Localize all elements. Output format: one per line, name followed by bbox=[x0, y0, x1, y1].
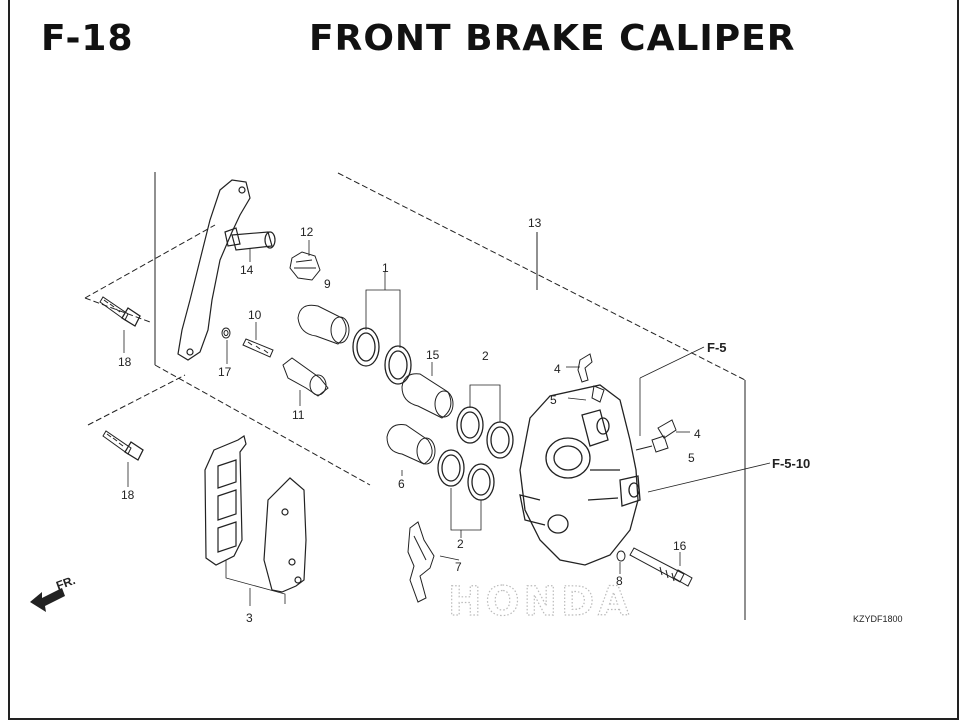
callout-15: 15 bbox=[426, 348, 440, 362]
caliper-body bbox=[519, 384, 641, 566]
callout-18a: 18 bbox=[118, 355, 132, 369]
callout-12: 12 bbox=[300, 225, 314, 239]
assembly-boundary bbox=[84, 172, 746, 620]
pin-bolt bbox=[221, 327, 274, 358]
piston-large bbox=[297, 304, 350, 345]
page-title: FRONT BRAKE CALIPER bbox=[309, 18, 796, 59]
mounting-bolt-lower bbox=[102, 430, 144, 461]
callout-3: 3 bbox=[246, 611, 253, 625]
brake-pad-inner bbox=[204, 435, 247, 566]
caliper-bracket bbox=[177, 179, 276, 361]
callout-5b: 5 bbox=[688, 451, 695, 465]
callout-numbers: 1 2 2 3 4 4 5 5 6 7 8 9 10 11 12 13 14 1… bbox=[118, 216, 701, 625]
pad-spring bbox=[407, 521, 435, 603]
seal-set-1 bbox=[352, 327, 412, 385]
callout-10: 10 bbox=[248, 308, 262, 322]
section-code: F-18 bbox=[41, 18, 134, 59]
callout-2b: 2 bbox=[457, 537, 464, 551]
callout-6: 6 bbox=[398, 477, 405, 491]
callout-1: 1 bbox=[382, 261, 389, 275]
callout-5a: 5 bbox=[550, 393, 557, 407]
callout-16: 16 bbox=[673, 539, 687, 553]
callout-13: 13 bbox=[528, 216, 542, 230]
brake-pad-outer bbox=[263, 477, 307, 593]
piston-upper bbox=[401, 373, 454, 419]
sleeve-collar bbox=[282, 357, 329, 397]
seal-set-2-lower bbox=[437, 449, 495, 501]
callout-7: 7 bbox=[455, 560, 462, 574]
callout-18b: 18 bbox=[121, 488, 135, 502]
callout-11: 11 bbox=[292, 408, 305, 422]
leader-lines bbox=[123, 240, 771, 606]
seal-set-2-upper bbox=[456, 406, 514, 459]
callout-4b: 4 bbox=[694, 427, 701, 441]
callout-8: 8 bbox=[616, 574, 623, 588]
bleeder-screw-right bbox=[635, 419, 677, 453]
callout-9: 9 bbox=[324, 277, 331, 291]
drawing-code: KZYDF1800 bbox=[853, 614, 903, 624]
front-direction-label: FR. bbox=[54, 573, 77, 593]
honda-watermark: HONDA bbox=[448, 579, 633, 625]
pin-boot bbox=[289, 251, 321, 281]
slide-pin bbox=[616, 547, 693, 587]
piston-lower bbox=[386, 424, 436, 465]
reference-f5-10: F-5-10 bbox=[772, 456, 810, 471]
mounting-bolt-upper bbox=[99, 296, 141, 327]
page-frame bbox=[8, 0, 959, 720]
callout-17: 17 bbox=[218, 365, 232, 379]
callout-4a: 4 bbox=[554, 362, 561, 376]
bleeder-screw-upper bbox=[577, 353, 605, 403]
front-direction-arrow-icon bbox=[30, 588, 65, 612]
reference-f5: F-5 bbox=[707, 340, 727, 355]
callout-14: 14 bbox=[240, 263, 254, 277]
callout-2a: 2 bbox=[482, 349, 489, 363]
